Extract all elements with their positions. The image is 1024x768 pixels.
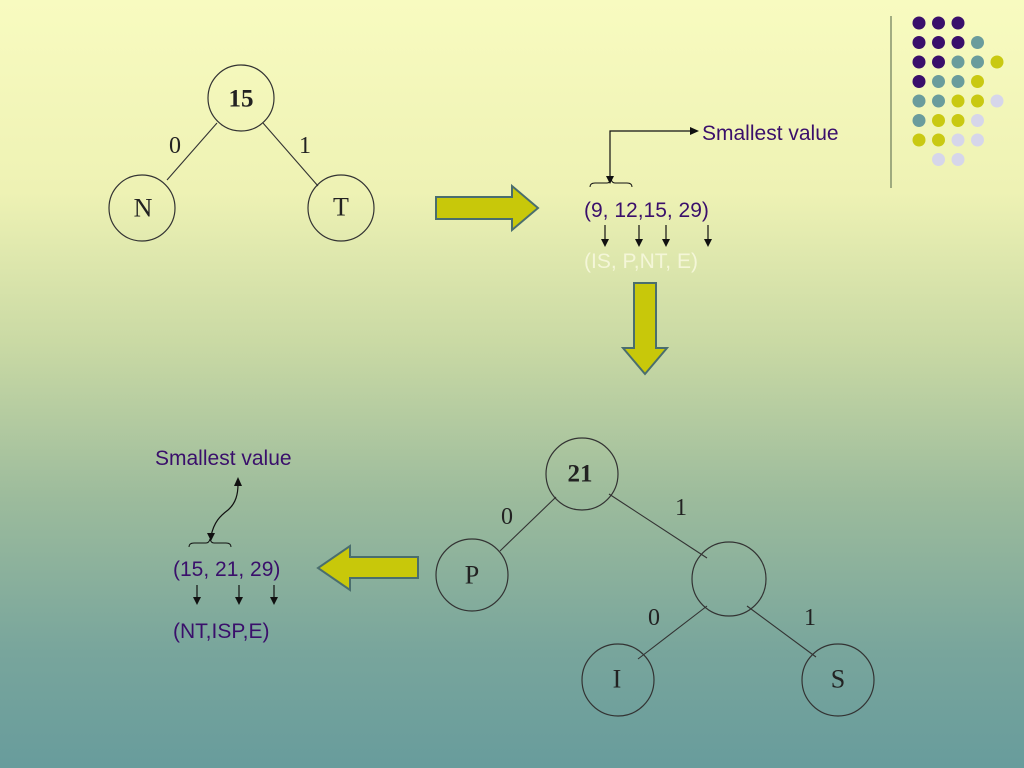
decorative-dot bbox=[912, 55, 926, 69]
list-one: Smallest value (9, 12,15, 29) (IS, P,NT,… bbox=[584, 122, 839, 273]
decorative-dot bbox=[912, 114, 926, 127]
decorative-dot bbox=[971, 36, 984, 49]
decorative-dot bbox=[932, 55, 945, 69]
tree1-right-leaf-node bbox=[307, 174, 375, 242]
decorative-dot bbox=[951, 94, 965, 108]
tree1-right-edge bbox=[262, 122, 319, 187]
tree2-left-leaf-label: P bbox=[465, 561, 479, 590]
decorative-dot bbox=[951, 55, 965, 69]
tree1-left-leaf-node bbox=[108, 174, 176, 242]
decorative-dot bbox=[971, 55, 984, 69]
decorative-dot bbox=[951, 133, 965, 147]
list1-arrowhead-3 bbox=[662, 239, 670, 247]
list1-brace bbox=[589, 178, 633, 188]
tree2-root-right-edge-label: 1 bbox=[675, 495, 687, 521]
list2-arrowhead-2 bbox=[235, 597, 243, 605]
list2-pointer-arrowhead-up bbox=[234, 477, 242, 486]
list2-down-arrows bbox=[193, 585, 278, 605]
tree1-left-leaf-label: N bbox=[134, 194, 153, 223]
decorative-dot bbox=[932, 94, 945, 108]
tree1-left-edge bbox=[166, 122, 218, 181]
decorative-dot bbox=[951, 153, 965, 166]
list2-arrowhead-1 bbox=[193, 597, 201, 605]
list1-pointer-line bbox=[609, 130, 690, 178]
decorative-dot bbox=[912, 94, 926, 108]
list2-brace bbox=[188, 538, 232, 548]
decorative-dot bbox=[951, 36, 965, 49]
decorative-dot bbox=[990, 55, 1004, 69]
tree2-root-node bbox=[545, 437, 619, 511]
tree2-inner-right-edge bbox=[746, 605, 817, 658]
tree2-root-left-edge-label: 0 bbox=[501, 504, 513, 530]
tree-two: 21 P I S 0 1 0 1 bbox=[435, 437, 875, 717]
tree1-right-edge-label: 1 bbox=[299, 133, 311, 159]
decorative-dot bbox=[971, 75, 984, 88]
list2-pointer-curve bbox=[210, 483, 239, 537]
decorative-dot bbox=[951, 114, 965, 127]
decorative-dot-grid bbox=[912, 16, 1004, 166]
decorative-dot bbox=[912, 133, 926, 147]
tree2-inner-right-leaf-node bbox=[801, 643, 875, 717]
list1-values: (9, 12,15, 29) bbox=[584, 199, 709, 222]
list2-pointer-label: Smallest value bbox=[155, 447, 292, 470]
tree2-inner-left-edge-label: 0 bbox=[648, 605, 660, 631]
list2-values: (15, 21, 29) bbox=[173, 558, 280, 581]
list2-arrowhead-3 bbox=[270, 597, 278, 605]
decorative-dot bbox=[912, 75, 926, 88]
list2-symbols: (NT,ISP,E) bbox=[173, 620, 269, 643]
right-block-arrow bbox=[435, 183, 540, 233]
decorative-dot bbox=[971, 94, 984, 108]
list1-symbols: (IS, P,NT, E) bbox=[584, 250, 698, 273]
tree1-left-edge-label: 0 bbox=[169, 133, 181, 159]
decorative-dot bbox=[932, 36, 945, 49]
list1-pointer-arrowhead-right bbox=[690, 127, 699, 135]
decorative-dot bbox=[951, 75, 965, 88]
decorative-dot bbox=[971, 133, 984, 147]
tree2-root-value: 21 bbox=[568, 461, 593, 488]
list-two: Smallest value (15, 21, 29) (NT,ISP,E) bbox=[155, 447, 292, 643]
decorative-dot bbox=[932, 114, 945, 127]
tree2-inner-right-edge-label: 1 bbox=[804, 605, 816, 631]
down-block-arrow bbox=[620, 282, 670, 376]
tree1-right-leaf-label: T bbox=[333, 193, 349, 222]
tree2-inner-left-edge bbox=[637, 605, 708, 660]
tree2-inner-right-leaf-label: S bbox=[831, 665, 845, 694]
decorative-dot bbox=[971, 114, 984, 127]
tree2-inner-left-leaf-node bbox=[581, 643, 655, 717]
list1-arrowhead-2 bbox=[635, 239, 643, 247]
tree2-left-leaf-node bbox=[435, 538, 509, 612]
list1-pointer-arrowhead-down bbox=[606, 176, 614, 184]
decorative-dot bbox=[932, 153, 945, 166]
list1-pointer-label: Smallest value bbox=[702, 122, 839, 145]
tree2-root-left-edge bbox=[499, 496, 557, 552]
decorative-dot bbox=[912, 36, 926, 49]
tree1-root-node bbox=[207, 64, 275, 132]
tree-one: 15 N T 0 1 bbox=[108, 64, 375, 242]
decorative-dot bbox=[990, 94, 1004, 108]
tree1-root-value: 15 bbox=[229, 86, 254, 113]
list2-pointer-arrowhead-down bbox=[207, 533, 215, 541]
decorative-dot bbox=[932, 133, 945, 147]
list1-arrowhead-4 bbox=[704, 239, 712, 247]
decorative-dot bbox=[932, 16, 945, 30]
list1-arrowhead-1 bbox=[601, 239, 609, 247]
decorative-dot bbox=[951, 16, 965, 30]
tree2-root-right-edge bbox=[608, 493, 708, 559]
tree2-inner-left-leaf-label: I bbox=[613, 665, 622, 694]
left-block-arrow bbox=[316, 544, 419, 592]
list1-down-arrows bbox=[601, 225, 712, 247]
decorative-dot bbox=[932, 75, 945, 88]
tree2-inner-node bbox=[691, 541, 767, 617]
decorative-dot bbox=[912, 16, 926, 30]
